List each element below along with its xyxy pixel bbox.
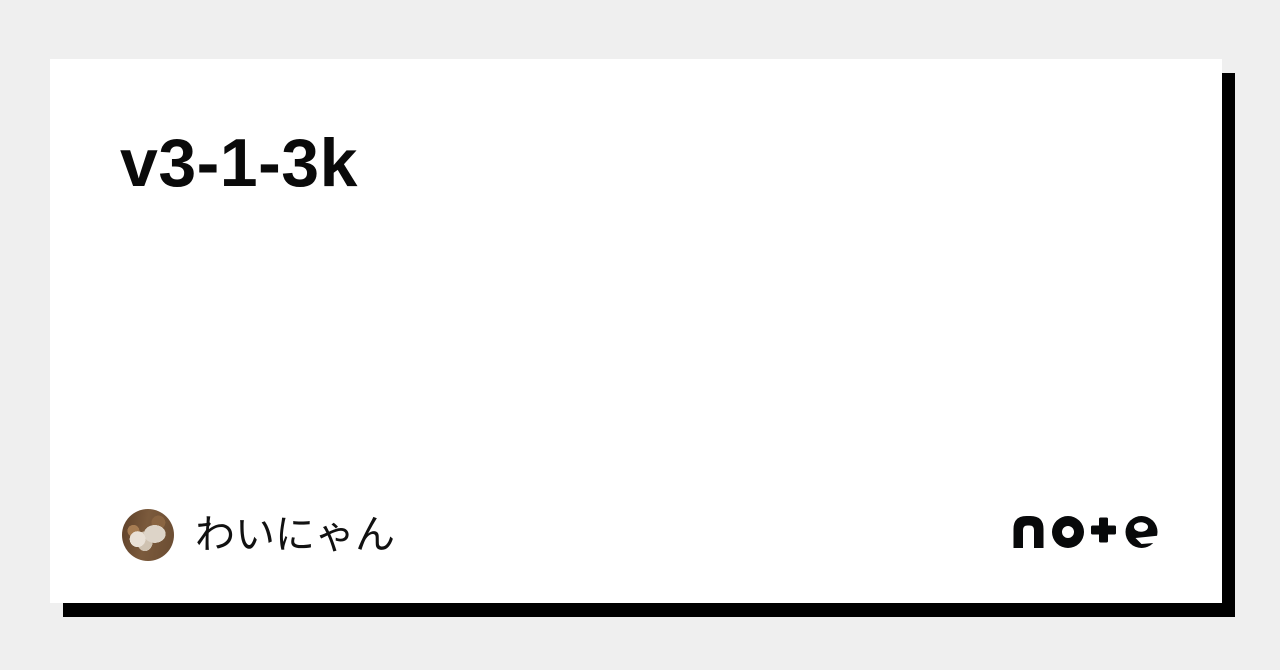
note-logo-letter-n bbox=[1013, 516, 1044, 548]
author-row: わいにゃん bbox=[122, 509, 395, 561]
note-logo-letter-e bbox=[1125, 516, 1160, 548]
note-logo-letter-o bbox=[1052, 516, 1084, 548]
article-title: v3-1-3k bbox=[120, 125, 358, 201]
article-share-card: v3-1-3k わいにゃん note bbox=[50, 59, 1222, 603]
note-logo-plus bbox=[1091, 517, 1116, 543]
author-avatar bbox=[122, 509, 174, 561]
author-name: わいにゃん bbox=[195, 513, 395, 557]
note-logo-icon: note bbox=[1013, 516, 1160, 548]
